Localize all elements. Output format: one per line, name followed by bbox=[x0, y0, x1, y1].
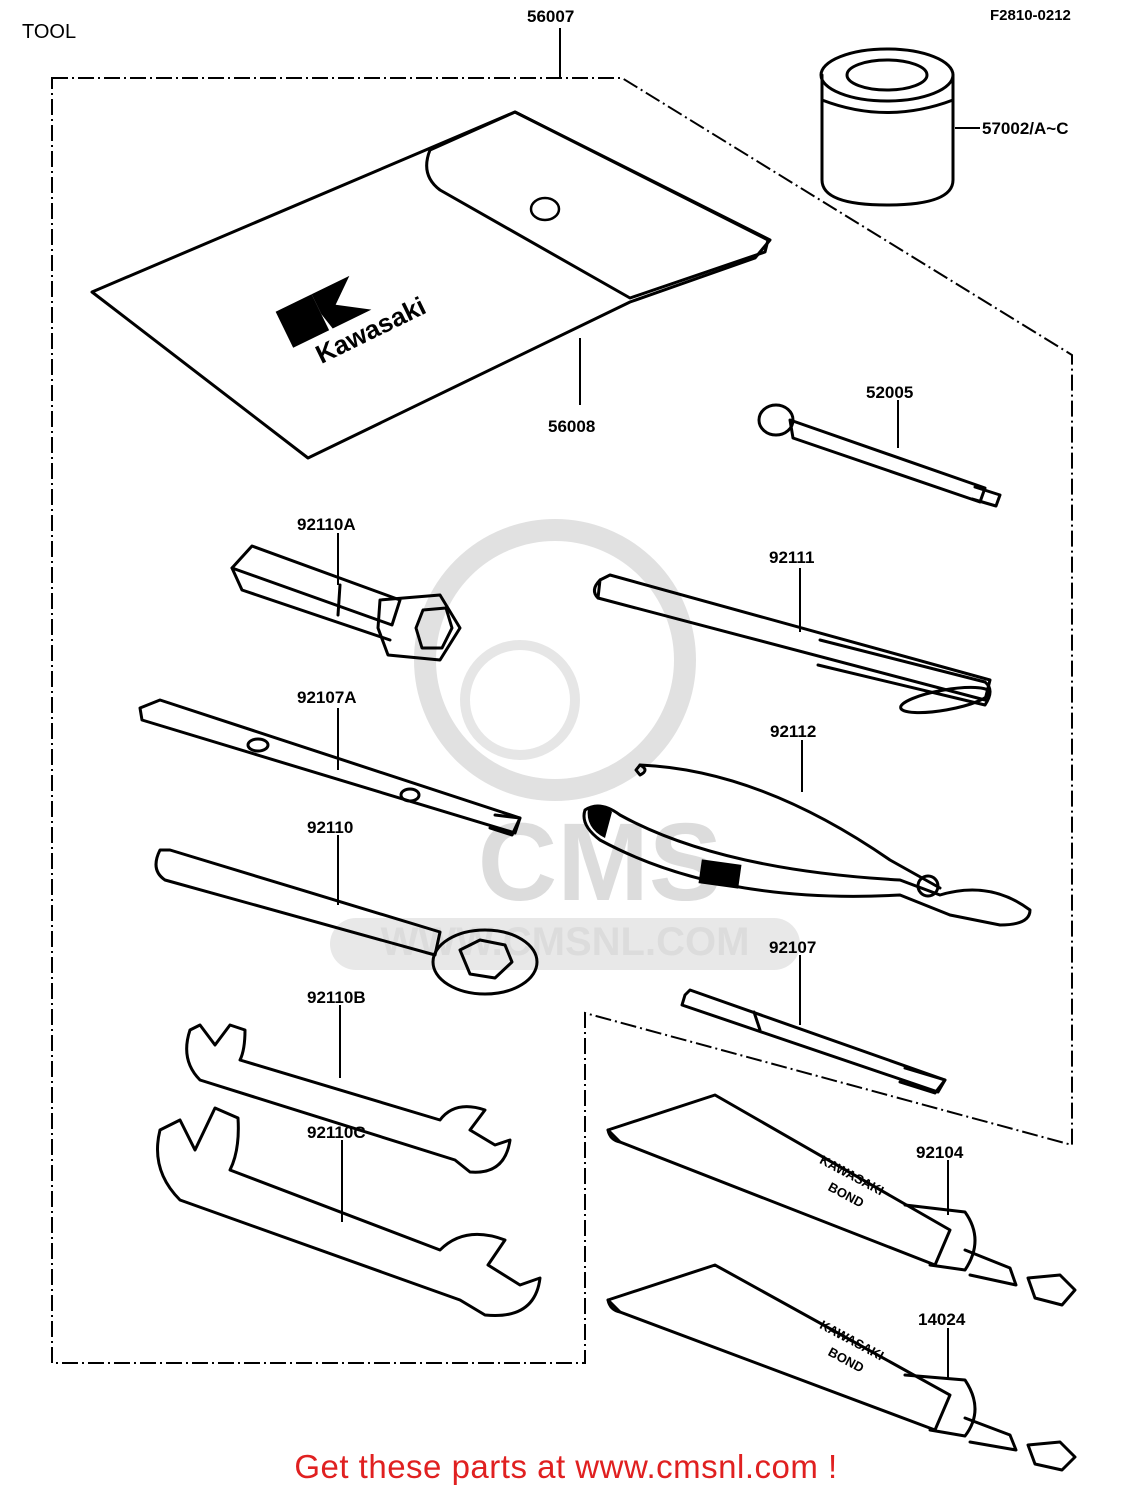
pliers-icon bbox=[582, 763, 1032, 927]
label-14024: 14024 bbox=[918, 1310, 966, 1329]
spoke-wrench-rod-icon bbox=[757, 403, 1002, 508]
label-92110: 92110 bbox=[307, 818, 353, 837]
label-92110B: 92110B bbox=[307, 988, 366, 1007]
label-92104: 92104 bbox=[916, 1143, 964, 1162]
flat-screwdriver-icon bbox=[138, 698, 522, 837]
handle-bar-icon bbox=[593, 573, 992, 715]
label-52005: 52005 bbox=[866, 383, 913, 402]
label-92107A: 92107A bbox=[297, 688, 357, 707]
label-92110C: 92110C bbox=[307, 1123, 366, 1142]
phillips-screwdriver-icon bbox=[680, 988, 947, 1095]
label-57002: 57002/A~C bbox=[982, 119, 1068, 138]
diagram-title: TOOL bbox=[22, 21, 76, 43]
cms-watermark: CMS WWW.CMSNL.COM bbox=[330, 519, 800, 970]
open-end-wrench-small-icon bbox=[185, 1023, 512, 1174]
watermark-url: WWW.CMSNL.COM bbox=[381, 920, 750, 964]
plug-socket-wrench-icon bbox=[230, 544, 462, 662]
tool-pouch-icon: Kawasaki bbox=[90, 110, 772, 460]
label-56008: 56008 bbox=[548, 417, 595, 436]
label-92112: 92112 bbox=[770, 722, 816, 741]
label-92107: 92107 bbox=[769, 938, 816, 957]
label-92110A: 92110A bbox=[297, 515, 356, 534]
tool-kit-frame bbox=[51, 77, 1073, 1364]
open-end-wrench-large-icon bbox=[156, 1106, 542, 1318]
box-wrench-icon bbox=[154, 848, 539, 996]
label-56007: 56007 bbox=[527, 7, 574, 26]
diagram-ref-code: F2810-0212 bbox=[990, 7, 1071, 24]
grease-can-icon bbox=[819, 47, 955, 207]
label-92111: 92111 bbox=[769, 548, 814, 567]
footer-link[interactable]: Get these parts at www.cmsnl.com ! bbox=[294, 1448, 838, 1485]
bond-tube-icon: KAWASAKI BOND bbox=[606, 1263, 1077, 1472]
